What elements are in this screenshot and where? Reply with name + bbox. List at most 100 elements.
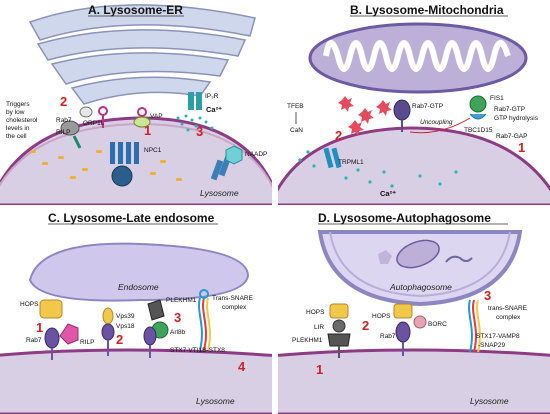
rab7-shape-c bbox=[44, 327, 60, 349]
label-rab7-c: Rab7 bbox=[26, 337, 42, 344]
panel-c: C. Lysosome-Late endosome Endosome Lysos… bbox=[0, 211, 272, 414]
panel-c-number-1: 1 bbox=[36, 320, 43, 335]
label-uncoupling: Uncoupling bbox=[420, 119, 453, 126]
panel-a-title: A. Lysosome-ER bbox=[88, 3, 183, 17]
label-autophagosome: Autophagosome bbox=[389, 282, 452, 292]
rab7gtp-lyso bbox=[393, 99, 411, 121]
orp1l-shape bbox=[98, 106, 108, 116]
label-rab7gtp-2: Rab7-GTP bbox=[494, 106, 525, 113]
panel-b-number-2: 2 bbox=[335, 128, 342, 143]
panel-a-number-3: 3 bbox=[196, 124, 203, 139]
label-ip3r: IP₃R bbox=[205, 93, 219, 100]
label-stx-d-1: STX17-VAMP8 bbox=[476, 333, 520, 340]
panel-c-number-4: 4 bbox=[238, 359, 246, 374]
triggers-text: Triggers by low cholesterol levels in th… bbox=[6, 101, 38, 140]
rilp-shape bbox=[79, 106, 93, 118]
label-borc: BORC bbox=[428, 321, 447, 328]
trpml1-channel bbox=[323, 147, 342, 169]
panel-d-number-2: 2 bbox=[362, 318, 369, 333]
label-rab7gtp-1: Rab7-GTP bbox=[412, 103, 443, 110]
lir-shape bbox=[332, 319, 346, 333]
triggers-line-4: levels in bbox=[6, 125, 30, 132]
label-npc1: NPC1 bbox=[144, 147, 162, 154]
label-snare-c-2: complex bbox=[222, 304, 247, 311]
label-can: CaN bbox=[290, 127, 303, 134]
label-lysosome-a: Lysosome bbox=[200, 188, 239, 198]
panel-d-number-3: 3 bbox=[484, 288, 491, 303]
rilp-shape-c bbox=[59, 323, 79, 345]
label-rilp-c: RILP bbox=[80, 339, 94, 346]
label-ca-a: Ca²⁺ bbox=[206, 105, 222, 114]
lysosome-b bbox=[278, 126, 550, 205]
calcium-dots-a bbox=[176, 114, 214, 132]
label-tfeb: TFEB bbox=[287, 103, 304, 110]
label-stx-d-2: -SNAP29 bbox=[478, 342, 505, 349]
lysosome-d bbox=[278, 348, 550, 414]
label-orp1l: ORP1L bbox=[83, 120, 105, 127]
label-arl8b: Arl8b bbox=[170, 329, 186, 336]
mito-inside bbox=[396, 239, 440, 269]
vap-protein bbox=[133, 116, 151, 128]
panel-a: A. Lysosome-ER Triggers by low cholester… bbox=[0, 3, 272, 205]
panel-b: B. Lysosome-Mitochondria TFEB CaN 2 TRPM… bbox=[278, 3, 550, 205]
label-rab7: Rab7 bbox=[56, 117, 72, 124]
endosome bbox=[28, 242, 250, 302]
label-gtp-hydrolysis: GTP hydrolysis bbox=[494, 115, 539, 122]
fis1-shape bbox=[469, 95, 487, 113]
hops2-shape-d bbox=[393, 303, 413, 319]
vps39-shape bbox=[102, 307, 114, 325]
label-snare-d-1: trans-SNARE bbox=[488, 305, 528, 312]
label-naadp: NAADP bbox=[245, 151, 267, 158]
label-fis1: FIS1 bbox=[490, 95, 504, 102]
hops-shape-d bbox=[329, 303, 349, 319]
label-rab7gap: Rab7-GAP bbox=[496, 133, 527, 140]
naadp-shape bbox=[225, 145, 243, 165]
plekhm1-shape-c bbox=[147, 299, 165, 321]
label-vps18: Vps18 bbox=[116, 323, 135, 330]
calcium-dots-b bbox=[298, 150, 458, 188]
triggers-line-1: Triggers bbox=[6, 101, 30, 108]
label-tbc1d15: TBC1D15 bbox=[464, 127, 493, 134]
label-hops2-d: HOPS bbox=[372, 313, 391, 320]
plekhm1-shape-d bbox=[327, 333, 351, 347]
label-endosome: Endosome bbox=[118, 282, 159, 292]
lysosome-c bbox=[0, 348, 272, 414]
rab7-shape bbox=[60, 120, 80, 136]
panel-a-number-2: 2 bbox=[60, 94, 67, 109]
panel-d-number-1: 1 bbox=[316, 362, 323, 377]
label-hops-c: HOPS bbox=[20, 301, 39, 308]
label-plekhm1-c: PLEKHM1 bbox=[166, 297, 197, 304]
trans-snare-c bbox=[198, 289, 211, 351]
vap-shape bbox=[137, 107, 147, 117]
hops-shape-c bbox=[39, 299, 63, 319]
panel-d-title: D. Lysosome-Autophagosome bbox=[318, 211, 491, 225]
mitochondrion bbox=[308, 22, 528, 94]
label-rab7-d: Rab7 bbox=[380, 333, 396, 340]
panel-c-number-2: 2 bbox=[116, 332, 123, 347]
er-membrane bbox=[28, 4, 256, 105]
cargo-hexagon bbox=[378, 250, 392, 264]
label-hops-d: HOPS bbox=[306, 309, 325, 316]
label-ca-b: Ca²⁺ bbox=[380, 189, 396, 198]
label-vps39: Vps39 bbox=[116, 313, 135, 320]
panel-a-number-1: 1 bbox=[144, 123, 151, 138]
cholesterol-molecules bbox=[30, 150, 182, 181]
label-plekhm1-d: PLEKHM1 bbox=[292, 337, 323, 344]
panel-b-number-1: 1 bbox=[518, 140, 525, 155]
tbc1d15-shape bbox=[469, 113, 487, 120]
ip3r-channel bbox=[188, 92, 194, 110]
triggers-line-3: cholesterol bbox=[6, 117, 38, 124]
triggers-line-2: by low bbox=[6, 109, 25, 116]
label-rilp: RILP bbox=[56, 129, 70, 136]
panel-d: D. Lysosome-Autophagosome Autophagosome … bbox=[278, 211, 550, 414]
label-stx-c: STX7-VTI1B-STX8 bbox=[170, 347, 225, 354]
vps18-shape bbox=[101, 323, 115, 341]
borc-shape bbox=[413, 315, 427, 329]
npc1-protein bbox=[110, 142, 139, 187]
panel-b-title: B. Lysosome-Mitochondria bbox=[350, 3, 504, 17]
label-snare-c-1: Trans-SNARE bbox=[212, 295, 254, 302]
cargo-squiggle bbox=[445, 255, 473, 263]
trans-snare-d bbox=[468, 299, 481, 353]
